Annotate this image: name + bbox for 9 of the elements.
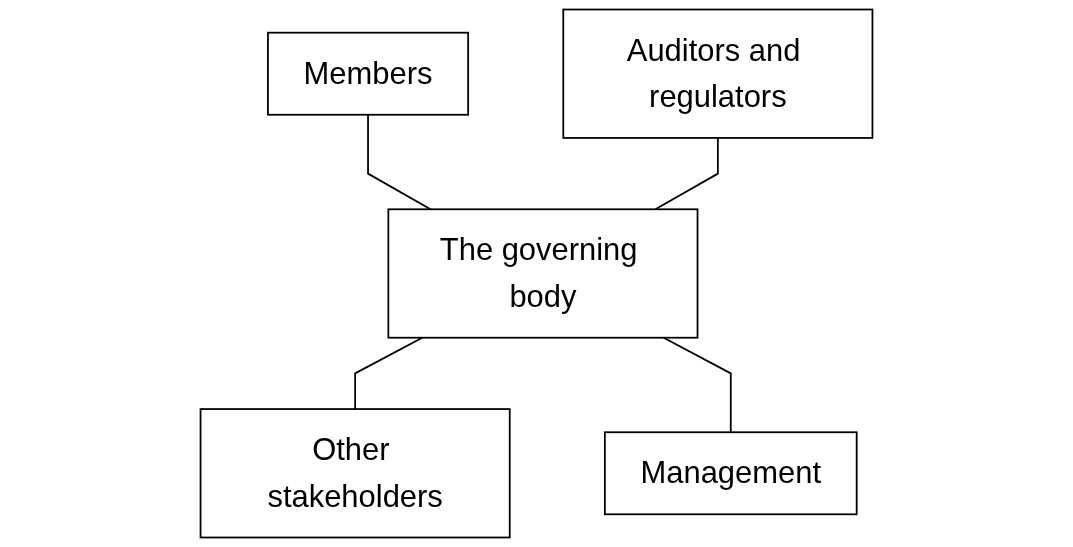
connector [354, 336, 424, 410]
connector [367, 113, 432, 211]
connector [654, 137, 719, 211]
node-box: Auditors and regulators [562, 8, 874, 139]
node-box: The governing body [387, 208, 699, 339]
node-box: Management [603, 431, 858, 516]
connector [662, 336, 732, 434]
node-box: Other stakeholders [199, 408, 511, 539]
node-box: Members [267, 31, 470, 116]
